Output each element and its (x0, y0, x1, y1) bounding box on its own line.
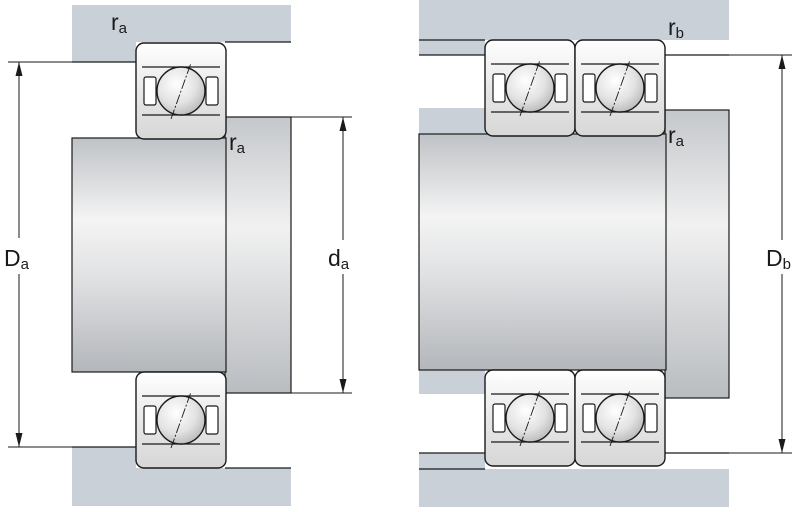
ra-mid-left-label: ra (229, 129, 246, 157)
right-housing-gap-top (419, 40, 485, 55)
left-bearing-bottom (135, 371, 227, 469)
right-bearing-bottom-2 (574, 369, 666, 467)
left-housing-top (72, 5, 291, 42)
left-housing-bottom (72, 468, 291, 506)
right-housing-bottom (419, 469, 729, 507)
right-shaft (418, 133, 667, 371)
Da-label: Da (4, 245, 30, 273)
right-bearing-bottom-1 (484, 369, 576, 467)
ra-mid-right-label: ra (668, 122, 685, 150)
left-arrangement: Da da ra ra (2, 5, 360, 506)
right-bearing-top-2 (574, 39, 666, 137)
left-housing-gap-bottom (72, 447, 136, 468)
right-housing-recess-top (419, 108, 485, 135)
right-housing-top (419, 0, 729, 40)
rb-top-right-label: rb (668, 14, 684, 42)
right-shaft-shoulder (664, 109, 730, 399)
right-bearing-top-1 (484, 39, 576, 137)
da-label: da (328, 245, 350, 273)
left-shaft-shoulder (224, 116, 292, 394)
right-housing-recess-bottom (419, 368, 485, 394)
left-bearing-top (135, 42, 227, 140)
Db-label: Db (766, 245, 791, 273)
right-housing-gap-bottom (419, 453, 485, 469)
right-arrangement: Db rb ra (418, 0, 800, 507)
ra-top-left-label: ra (111, 9, 128, 37)
left-shaft (71, 137, 227, 373)
left-housing-gap-top (72, 42, 136, 62)
